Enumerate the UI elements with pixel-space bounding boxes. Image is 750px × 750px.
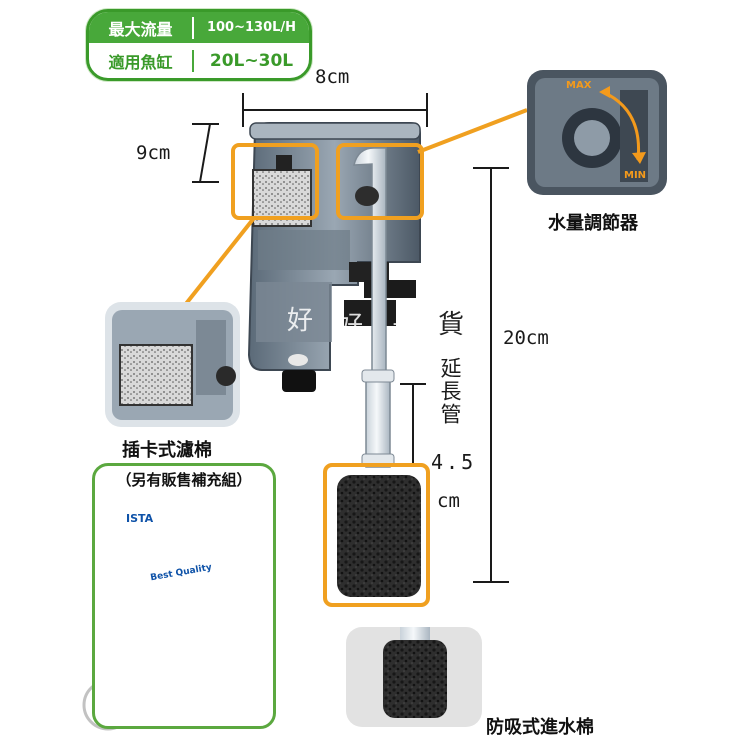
extension-unit: cm — [437, 490, 460, 512]
height-label: 20cm — [503, 327, 549, 349]
height-dimension-line — [473, 167, 509, 583]
extension-label: 延長管 — [437, 357, 463, 426]
outlet-tube — [353, 147, 387, 373]
tank-size-value: 20L~30L — [209, 50, 294, 71]
extension-tube — [361, 369, 395, 468]
watermark-char: 百 — [392, 321, 419, 351]
divider — [192, 16, 194, 39]
refill-set-box — [92, 463, 276, 729]
regulator-max: MAX — [566, 80, 592, 91]
divider — [192, 49, 194, 72]
extension-label-char: 延長管 — [438, 357, 462, 426]
regulator-min: MIN — [624, 170, 647, 181]
cartridge-thumbnail — [105, 302, 240, 427]
package-subtitle: 精緻水族零配件 — [162, 546, 226, 556]
watermark-char: 貨 — [438, 310, 465, 340]
tank-row: 適用魚缸 20L~30L — [89, 43, 309, 78]
intake-sponge-label: 防吸式進水棉 — [486, 717, 594, 738]
width-dimension-line — [242, 93, 428, 127]
max-flow-label: 最大流量 — [108, 19, 173, 39]
regulator-thumbnail — [527, 70, 667, 195]
extension-value: 4.5 — [431, 450, 477, 474]
callout-lines — [183, 108, 528, 307]
refill-note: （另有販售補充組） — [116, 471, 252, 489]
highlight-boxes — [231, 143, 430, 607]
spec-badge: 最大流量 100~130L/H 適用魚缸 20L~30L — [86, 9, 312, 81]
extension-dimension-line — [400, 383, 426, 467]
max-flow-value: 100~130L/H — [206, 20, 297, 35]
package-vertical-text: AQUARIUM ACCESSORIES — [131, 548, 142, 690]
cartridge-label: 插卡式濾棉 — [122, 440, 212, 461]
intake-sponge — [337, 475, 421, 597]
tank-size-label: 適用魚缸 — [108, 52, 173, 72]
width-label: 8cm — [315, 66, 350, 88]
package-brand: ISTA — [126, 512, 154, 525]
depth-label: 9cm — [136, 142, 171, 164]
watermark-char: 好 — [337, 311, 364, 341]
regulator-label: 水量調節器 — [548, 213, 638, 234]
depth-dimension-line — [192, 123, 219, 183]
max-flow-row: 最大流量 100~130L/H — [89, 12, 309, 43]
watermark-char: 好 — [287, 306, 314, 336]
intake-thumbnail — [346, 627, 482, 727]
